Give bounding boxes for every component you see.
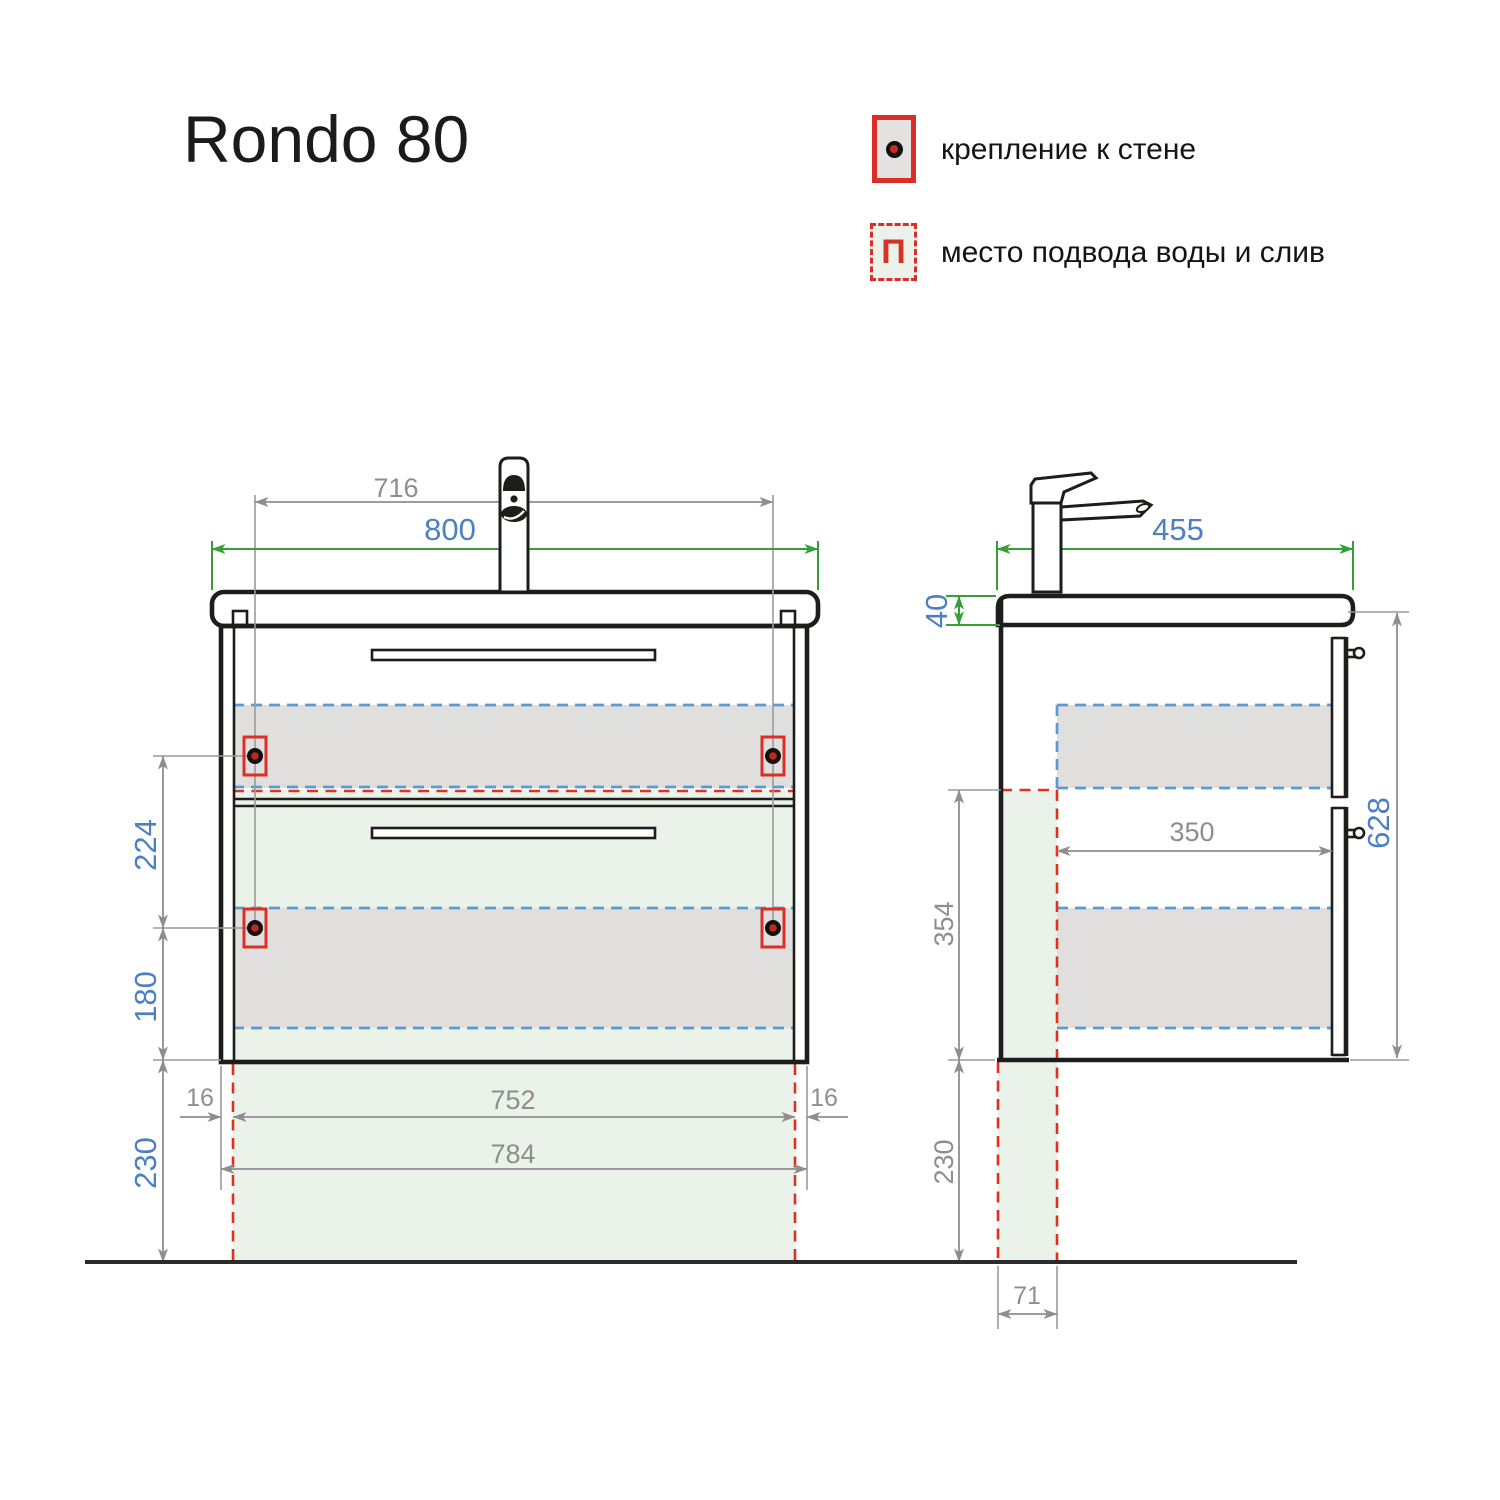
front-upper-drawer-handle [370, 648, 657, 662]
side-water-drain-zone-inside [1003, 790, 1057, 1058]
front-view [209, 589, 821, 1262]
front-faucet [498, 456, 530, 594]
side-view [995, 593, 1366, 1262]
side-cabinet-outline [997, 600, 1349, 1063]
side-lower-mount-band [1057, 908, 1332, 1028]
front-cabinet-panels [232, 626, 796, 1062]
front-upper-mount-band [233, 705, 795, 788]
side-water-drain-zone-below [998, 1062, 1057, 1262]
side-upper-mount-band [1057, 705, 1332, 788]
side-drain-dashed-borders [996, 788, 1059, 1260]
side-band-dashed-borders [1055, 703, 1332, 1030]
mount-dots [247, 748, 781, 936]
front-cabinet-outline [218, 623, 810, 1065]
front-lower-mount-band [233, 908, 795, 1028]
side-faucet [1029, 471, 1154, 594]
front-drain-dashed-borders [231, 789, 797, 1260]
front-wall-mounts [242, 735, 786, 949]
front-lower-drawer-handle [370, 826, 657, 840]
front-basin-bracket-right [779, 609, 797, 627]
side-handle-pegs [1345, 646, 1366, 840]
side-countertop [995, 593, 1356, 628]
drain-glyph: П [881, 233, 906, 271]
front-band-dashed-borders [233, 703, 795, 1030]
front-countertop [209, 589, 821, 629]
side-dim-lines [954, 612, 1402, 1319]
front-basin-bracket-left [231, 609, 249, 627]
wall-mount-legend-icon [872, 115, 916, 183]
water-drain-legend-icon: П [870, 223, 917, 281]
mount-dot-icon [885, 140, 903, 158]
side-dimensions [946, 541, 1409, 1329]
